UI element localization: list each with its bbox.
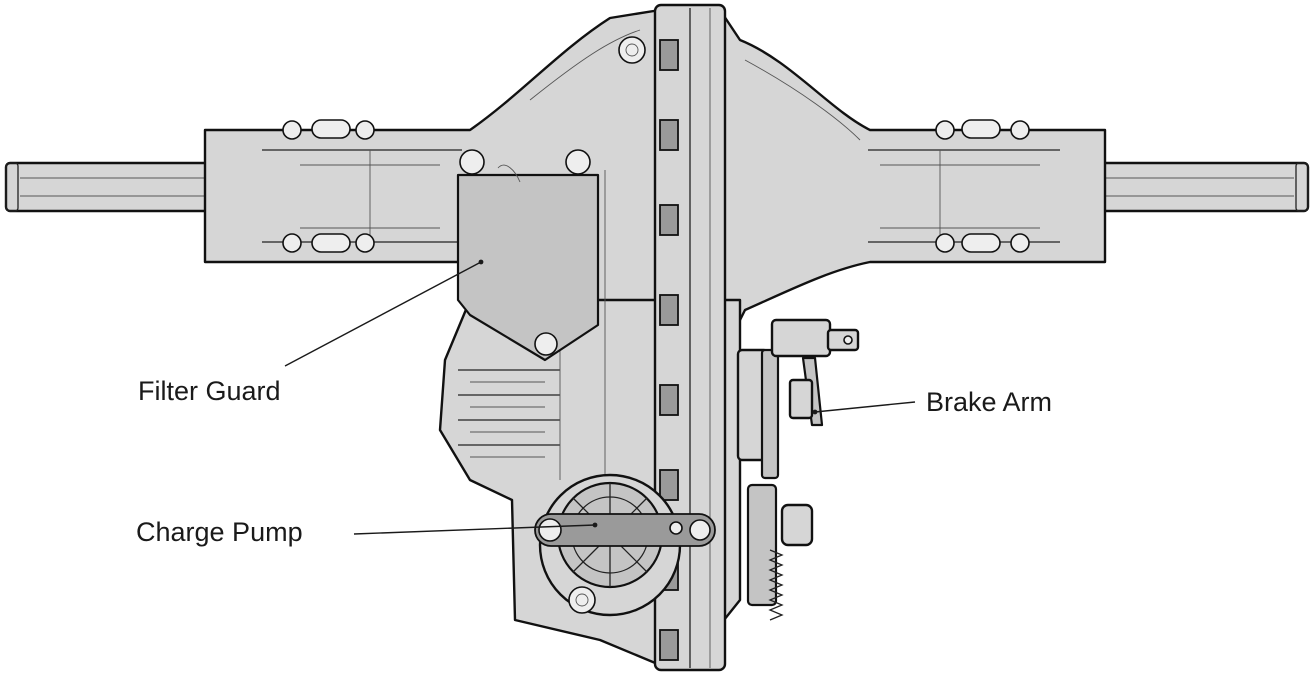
brake-assembly (736, 318, 860, 480)
center-flange (653, 3, 727, 672)
filter-guard-leader-dot (478, 259, 484, 265)
filter-guard (456, 149, 600, 362)
left-axle-shaft (4, 161, 222, 213)
brake-arm-leader (814, 401, 916, 413)
charge-pump-leader-dot (592, 522, 598, 528)
callout-labels: Filter Guard Brake Arm Charge Pump (136, 376, 1052, 547)
charge-pump-label: Charge Pump (136, 517, 303, 547)
charge-pump-leader (353, 524, 596, 535)
brake-arm-leader-dot (812, 409, 818, 415)
charge-pump (534, 473, 716, 617)
callout-leaders (284, 259, 916, 535)
return-spring (746, 483, 814, 621)
right-axle-shaft (1093, 161, 1310, 213)
brake-arm (788, 356, 824, 427)
brake-arm-label: Brake Arm (926, 387, 1052, 417)
filter-guard-label: Filter Guard (138, 376, 281, 406)
filter-guard-leader (284, 261, 482, 367)
